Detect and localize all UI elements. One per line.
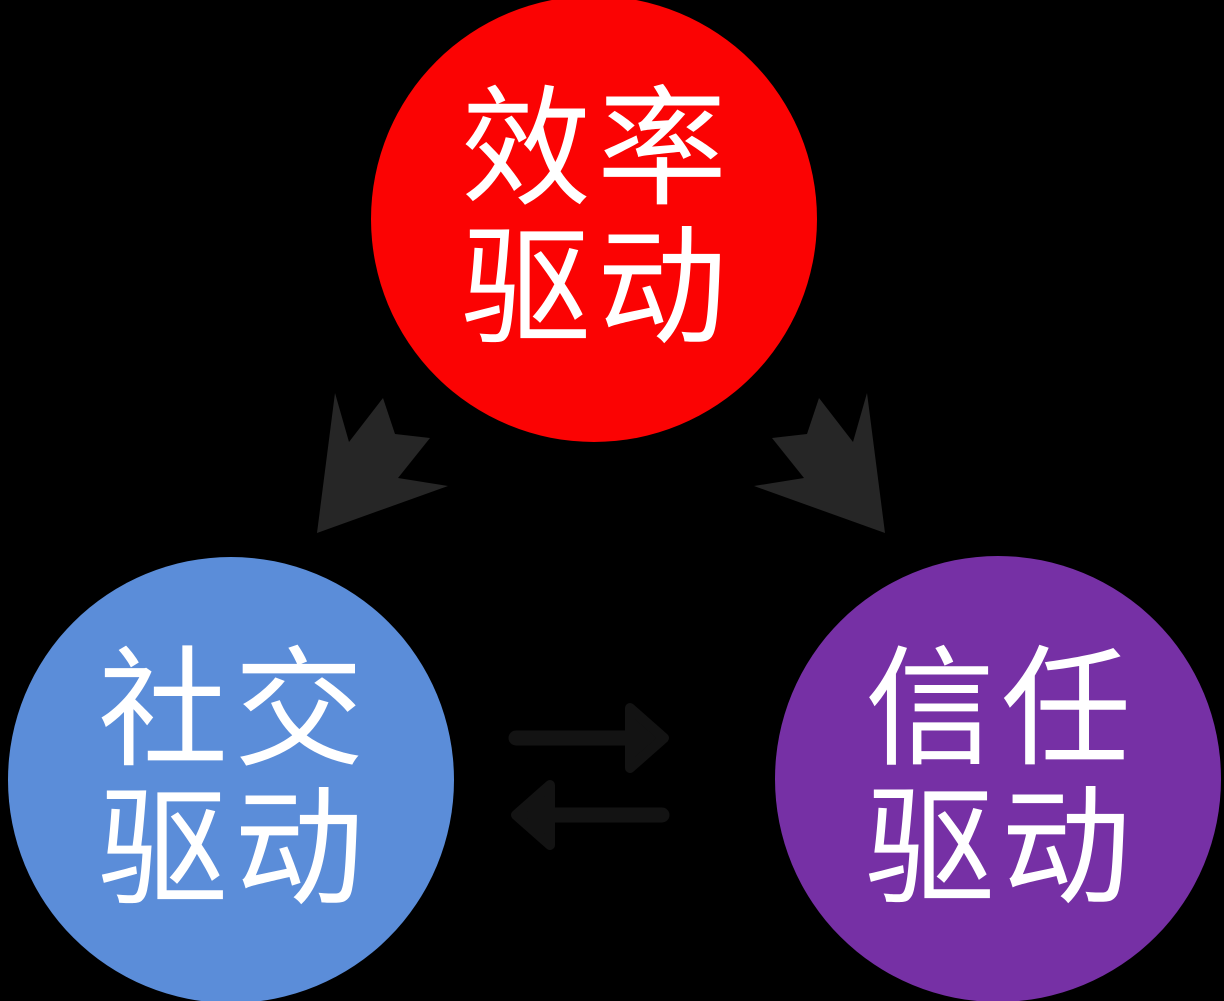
node-trust-label-line2: 驱动 [864, 772, 1137, 924]
exchange-arrow-left-head [511, 780, 555, 850]
node-trust-driven: 信任 驱动 [775, 556, 1221, 1001]
arrow-efficiency-to-trust-icon [754, 393, 885, 533]
node-efficiency-driven: 效率 驱动 [371, 0, 817, 442]
node-efficiency-label-line1: 效率 [460, 73, 733, 225]
node-efficiency-label-line2: 驱动 [460, 212, 733, 364]
exchange-arrows-icon [508, 703, 670, 850]
node-social-driven: 社交 驱动 [8, 557, 454, 1001]
exchange-arrow-right-head [625, 703, 669, 773]
node-social-label-line2: 驱动 [97, 773, 370, 925]
node-social-label-line1: 社交 [97, 634, 370, 786]
arrow-efficiency-to-social-icon [317, 393, 448, 533]
node-trust-label-line1: 信任 [864, 633, 1137, 785]
